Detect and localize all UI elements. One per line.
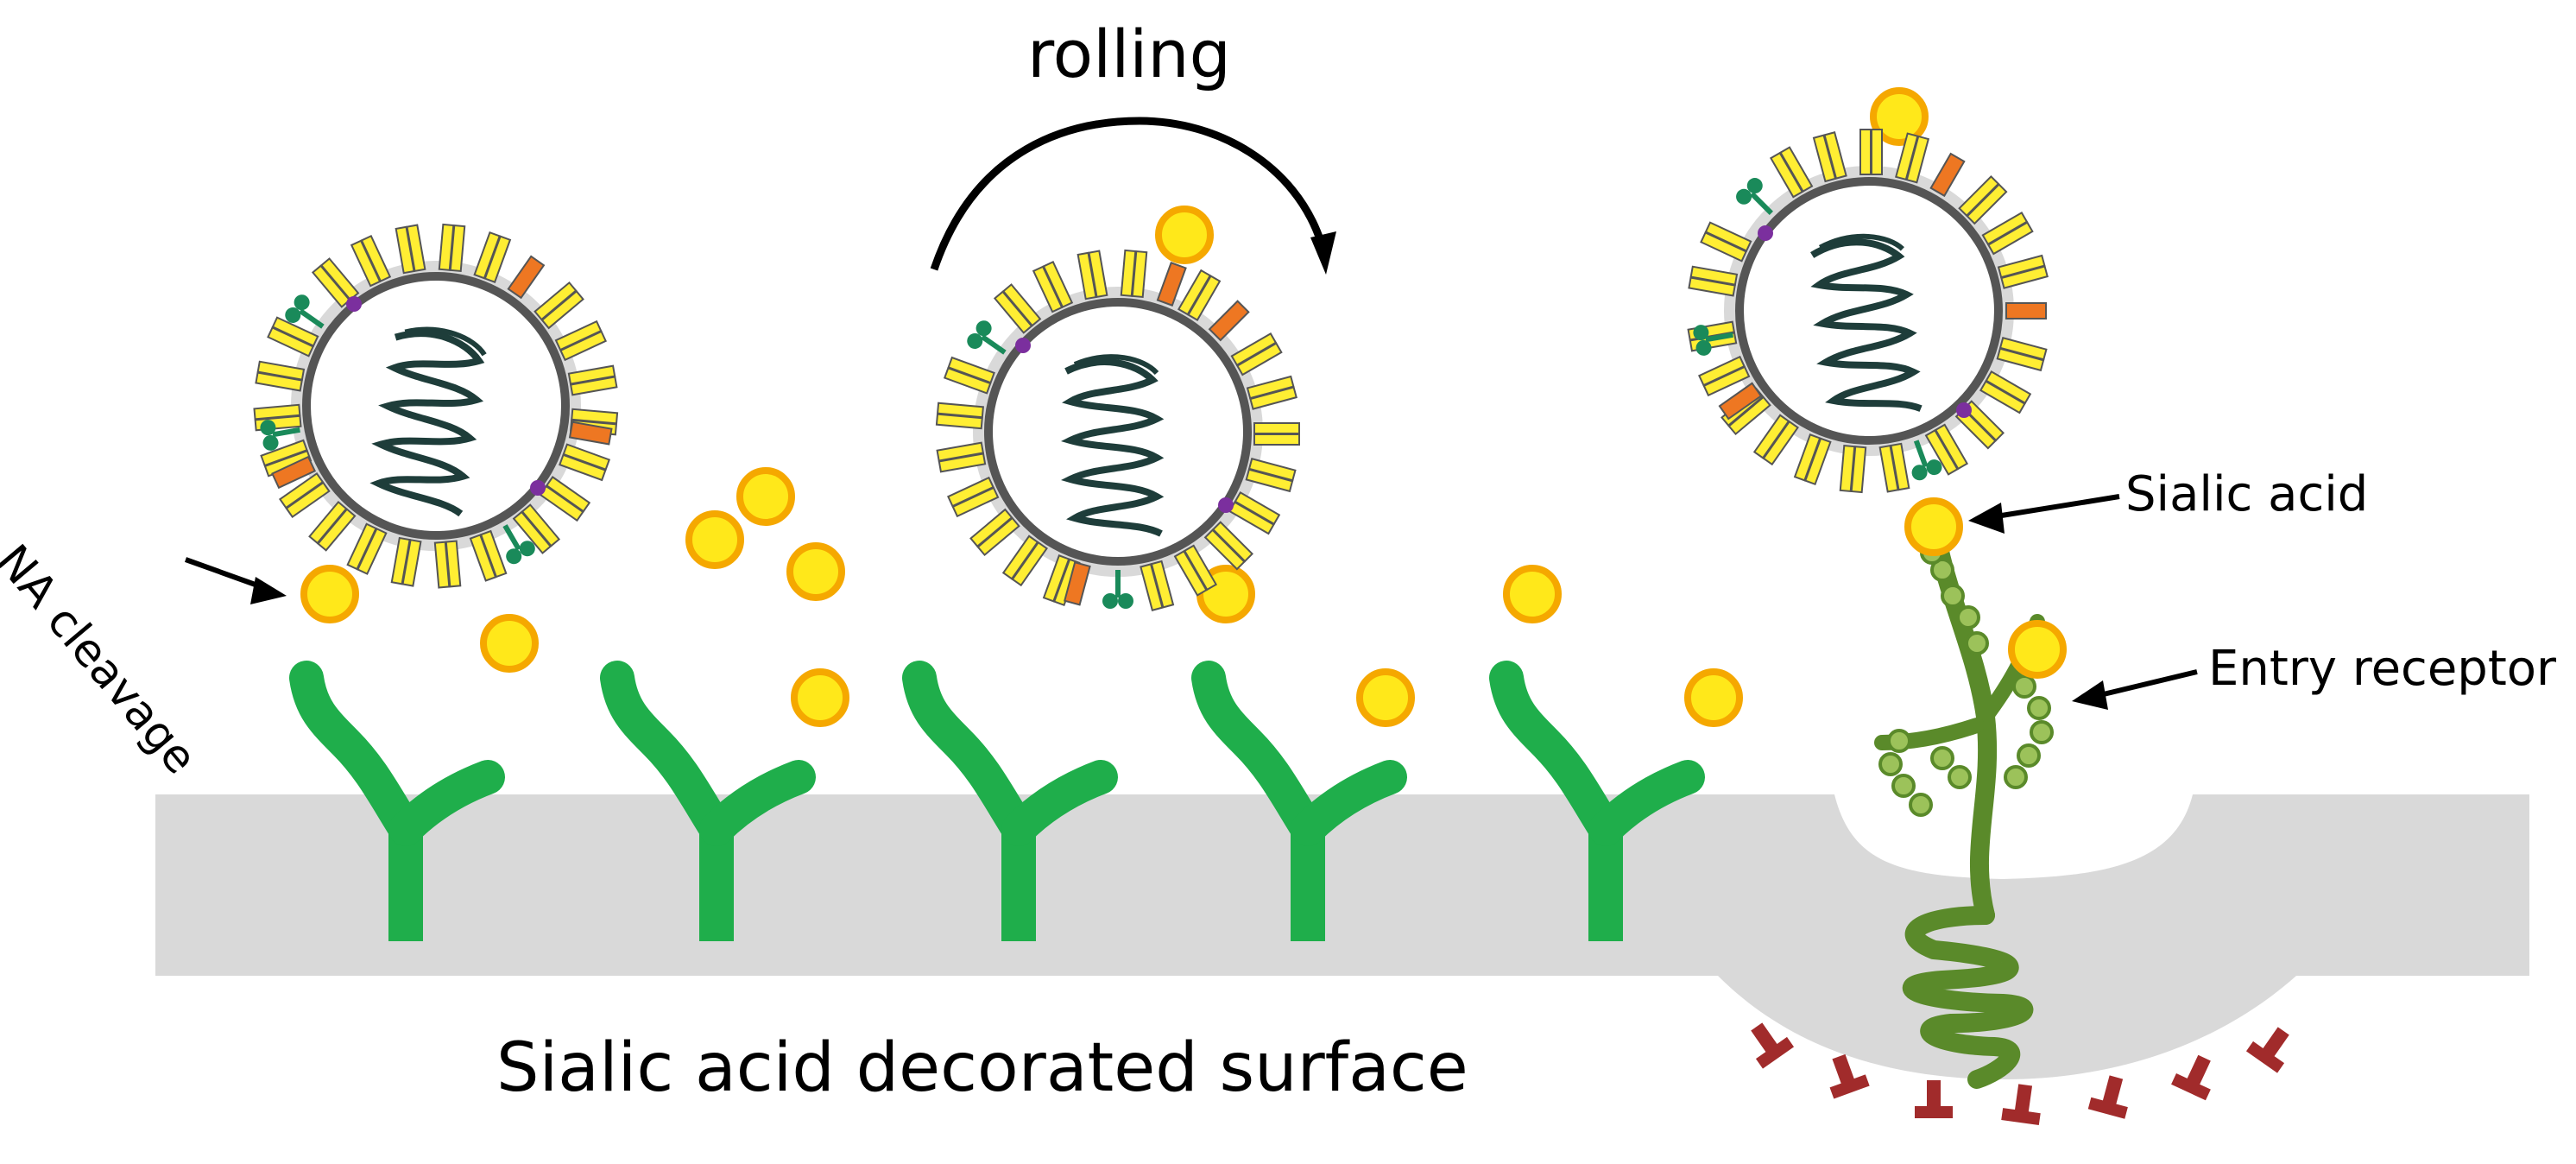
surface-label: Sialic acid decorated surface [496,1029,1468,1107]
sialic-acid [794,672,846,724]
sialic-acid [304,568,356,620]
rolling-arrow [930,117,1325,271]
virus-1 [253,223,619,589]
entry-receptor-arrow [2072,669,2198,710]
sialic-acid [740,471,792,522]
sialic-acid-arrow [1968,494,2120,534]
na-cleavage-arrow [184,557,287,604]
sialic-acid [689,514,741,566]
entry-receptor-beads [1878,541,2054,817]
sialic-acid [1159,209,1210,261]
sialic-acid [790,546,842,598]
entry-receptor-label: Entry receptor [2208,641,2557,697]
rolling-label: rolling [1027,16,1231,92]
virus-3 [1687,129,2049,494]
sialic-acid [1908,501,1960,553]
sialic-acid [1360,672,1411,724]
sialic-acid-label: Sialic acid [2125,466,2369,522]
rolling-arrowhead [1310,231,1336,275]
sialic-acid [483,617,535,669]
sialic-acid [2011,623,2063,675]
virus-2 [935,249,1300,610]
sialic-acid [1506,568,1558,620]
sialic-acid [1688,672,1739,724]
